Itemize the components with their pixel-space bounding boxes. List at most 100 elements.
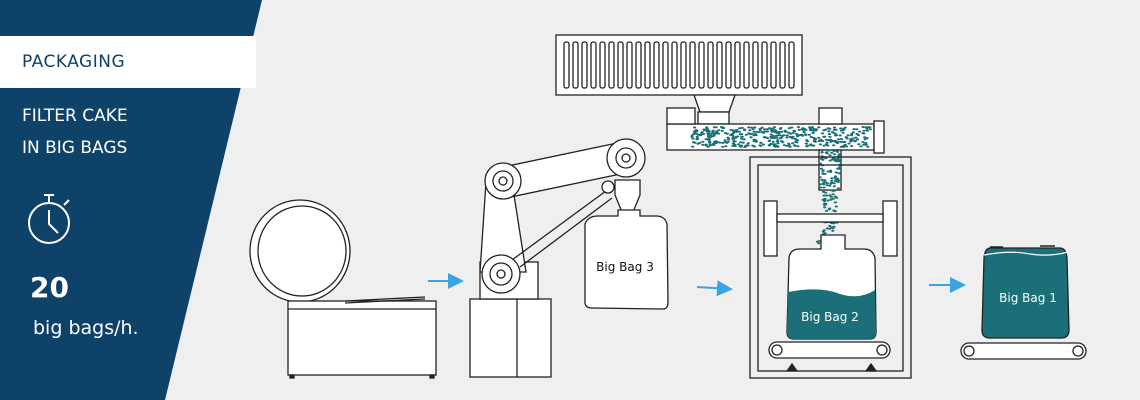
grate-slot	[716, 41, 723, 89]
cake-particle	[695, 130, 699, 133]
cake-particle	[775, 136, 779, 139]
cake-particle	[767, 140, 771, 142]
cake-particle	[754, 139, 758, 142]
cake-particle	[855, 133, 859, 135]
grate-slot	[617, 41, 624, 89]
cake-particle	[737, 130, 742, 133]
cake-particle	[785, 136, 789, 139]
cake-particle	[837, 160, 842, 163]
side-panel	[0, 0, 262, 400]
cake-particle	[732, 136, 736, 139]
process-title-line2: IN BIG BAGS	[22, 138, 128, 158]
cake-particle	[835, 141, 839, 144]
cake-particle	[811, 131, 815, 134]
cake-particle	[729, 128, 733, 131]
cake-particle	[727, 138, 731, 141]
cake-particle	[758, 129, 762, 131]
big-bag-3	[584, 209, 669, 310]
cake-particle	[723, 141, 727, 144]
cake-particle	[735, 130, 739, 133]
cake-particle	[725, 132, 729, 135]
cake-particle	[763, 128, 767, 131]
cake-particle	[808, 143, 813, 146]
cake-particle	[812, 140, 817, 143]
cake-particle	[837, 179, 841, 182]
cake-particle	[828, 224, 832, 227]
cake-particle	[821, 140, 825, 143]
cake-particle	[844, 136, 848, 139]
cake-particle	[817, 240, 821, 243]
cake-particle	[830, 151, 834, 154]
cake-particle	[711, 129, 715, 132]
cake-particle	[762, 131, 766, 134]
grate-slot	[770, 41, 777, 89]
cake-particle	[721, 141, 725, 144]
cake-particle	[794, 141, 798, 143]
cake-particle	[826, 170, 830, 173]
rate-unit: big bags/h.	[33, 317, 139, 339]
grate-slot	[725, 41, 732, 89]
cake-particle	[787, 131, 791, 134]
cake-particle	[827, 133, 832, 135]
cake-particle	[822, 194, 826, 197]
cake-particle	[707, 130, 712, 133]
cake-particle	[759, 141, 763, 144]
grate-slot	[779, 41, 786, 89]
cake-particle	[850, 145, 854, 147]
stopwatch-icon	[28, 194, 70, 244]
cake-particle	[738, 127, 742, 130]
cake-particle	[708, 144, 713, 147]
cake-particle	[841, 131, 845, 134]
cake-particle	[822, 186, 826, 189]
cake-particle	[827, 130, 831, 133]
cake-particle	[863, 138, 867, 141]
cake-particle	[708, 141, 712, 144]
cake-particle	[825, 194, 829, 197]
cake-particle	[782, 144, 787, 147]
cake-particle	[824, 151, 828, 154]
cake-particle	[715, 131, 719, 134]
cake-particle	[695, 135, 699, 138]
cake-particle	[701, 143, 705, 146]
grate-slot	[743, 41, 750, 89]
cake-particle	[828, 135, 832, 138]
cake-particle	[868, 126, 872, 129]
cake-particle	[718, 141, 722, 144]
cake-particle	[696, 142, 700, 145]
cake-particle	[806, 144, 810, 147]
cake-particle	[802, 131, 806, 134]
cake-particle	[701, 140, 705, 143]
cake-particle	[779, 136, 784, 139]
cake-particle	[830, 226, 834, 229]
cake-particle	[707, 132, 711, 135]
cake-particle	[831, 157, 835, 160]
feed-grate	[555, 34, 803, 96]
cake-particle	[742, 138, 746, 141]
cake-particle	[757, 131, 761, 134]
cake-particle	[797, 128, 801, 131]
cake-particle	[843, 126, 847, 129]
cake-particle	[824, 138, 829, 141]
cake-particle	[752, 145, 757, 148]
cake-particle	[834, 134, 838, 137]
cake-particle	[836, 177, 840, 180]
cake-particle	[840, 140, 844, 143]
cake-particle	[690, 135, 694, 137]
cake-particle	[758, 144, 762, 147]
cake-particle	[834, 171, 838, 174]
cake-particle	[754, 134, 758, 137]
cake-particle	[861, 141, 865, 144]
cake-particle	[791, 131, 795, 134]
cake-particle	[741, 141, 745, 144]
cake-particle	[825, 182, 829, 185]
cake-particle	[833, 153, 837, 156]
cake-particle	[824, 209, 829, 212]
cake-particle	[775, 131, 779, 134]
cake-particle	[857, 130, 862, 133]
cake-particle	[832, 144, 836, 147]
arrow-right-icon	[696, 280, 733, 297]
cake-particle	[818, 183, 823, 186]
grate-slot	[599, 41, 606, 89]
cake-particle	[821, 172, 825, 175]
cake-particle	[809, 129, 813, 132]
